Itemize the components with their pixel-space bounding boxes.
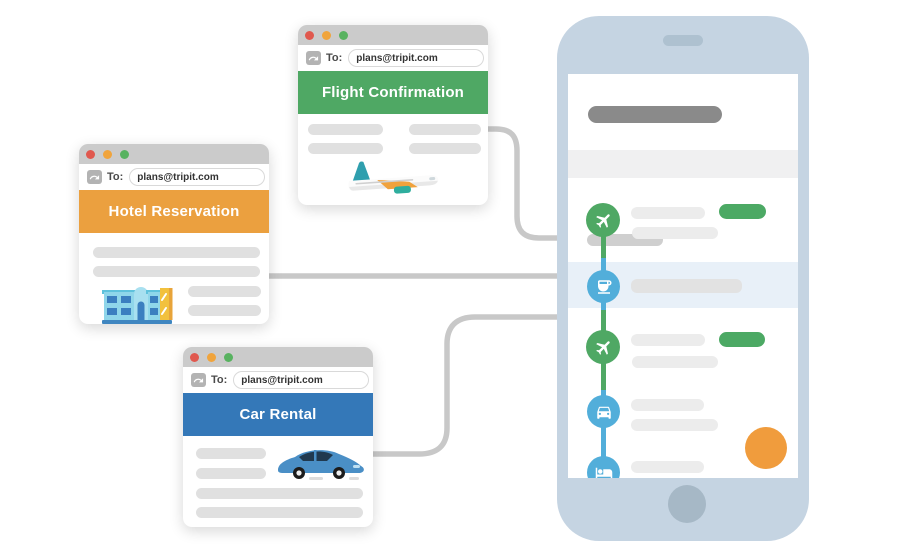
maximize-dot-icon [224, 352, 233, 362]
text-placeholder [632, 356, 718, 368]
text-placeholder [188, 286, 261, 297]
text-placeholder [188, 305, 261, 316]
airplane-icon [595, 340, 610, 355]
send-icon [191, 373, 206, 387]
flight-connector-line [484, 126, 575, 241]
car-connector-line [368, 314, 575, 457]
text-placeholder [631, 334, 705, 346]
hotel-building-illustration [102, 287, 173, 324]
text-placeholder [409, 124, 481, 135]
to-label: To: [107, 171, 124, 183]
forward-arrow-icon [89, 174, 100, 179]
window-titlebar [79, 144, 269, 164]
minimize-dot-icon [207, 352, 216, 362]
text-placeholder [631, 399, 704, 411]
text-placeholder [631, 279, 742, 293]
phone-screen [568, 74, 798, 478]
forward-arrow-icon [193, 377, 204, 382]
text-placeholder [409, 143, 481, 154]
text-placeholder [631, 207, 705, 219]
to-label: To: [326, 52, 343, 64]
car-icon [596, 406, 611, 419]
timeline-segment [601, 347, 606, 390]
minimize-dot-icon [103, 149, 112, 159]
close-dot-icon [190, 352, 199, 362]
text-placeholder [196, 507, 363, 518]
phone-home-button[interactable] [668, 485, 706, 523]
status-badge [719, 204, 766, 219]
recipient-input[interactable] [129, 168, 265, 186]
car-rental-email-window: To: Car Rental [183, 347, 373, 527]
airplane-illustration [348, 161, 439, 194]
timeline-segment [601, 220, 606, 258]
text-placeholder [196, 488, 363, 499]
forward-arrow-icon [308, 55, 319, 60]
coffee-timeline-item [587, 270, 620, 303]
smartphone-mockup [557, 16, 809, 541]
text-placeholder [631, 461, 704, 473]
timeline-segment [601, 310, 606, 347]
hotel-timeline-item [587, 456, 620, 478]
add-plan-fab-button[interactable] [745, 427, 787, 469]
flight-timeline-item [586, 203, 620, 237]
coffee-icon [597, 279, 611, 294]
screen-title-placeholder [588, 106, 722, 123]
email-subject-banner: Flight Confirmation [298, 71, 488, 114]
airplane-icon [595, 213, 610, 228]
close-dot-icon [305, 30, 314, 40]
maximize-dot-icon [120, 149, 129, 159]
text-placeholder [93, 247, 260, 258]
email-to-row: To: [183, 369, 373, 391]
email-to-row: To: [298, 47, 488, 69]
status-badge [719, 332, 765, 347]
to-label: To: [211, 374, 228, 386]
text-placeholder [308, 143, 383, 154]
car-timeline-item [587, 395, 620, 428]
bed-icon [595, 467, 612, 478]
text-placeholder [632, 227, 718, 239]
text-placeholder [308, 124, 383, 135]
send-icon [87, 170, 102, 184]
phone-speaker [663, 35, 703, 46]
text-placeholder [631, 419, 718, 431]
close-dot-icon [86, 149, 95, 159]
text-placeholder [196, 448, 266, 459]
window-titlebar [298, 25, 488, 45]
flight-timeline-item [586, 330, 620, 364]
maximize-dot-icon [339, 30, 348, 40]
minimize-dot-icon [322, 30, 331, 40]
send-icon [306, 51, 321, 65]
recipient-input[interactable] [348, 49, 484, 67]
text-placeholder [93, 266, 260, 277]
hotel-reservation-email-window: To: Hotel Reservation [79, 144, 269, 324]
recipient-input[interactable] [233, 371, 369, 389]
email-to-row: To: [79, 166, 269, 188]
email-subject-banner: Car Rental [183, 393, 373, 436]
blue-car-illustration [278, 450, 364, 480]
text-placeholder [196, 468, 266, 479]
section-header-band [568, 150, 798, 246]
window-titlebar [183, 347, 373, 367]
timeline-segment [601, 411, 606, 472]
email-subject-banner: Hotel Reservation [79, 190, 269, 233]
flight-confirmation-email-window: To: Flight Confirmation [298, 25, 488, 205]
